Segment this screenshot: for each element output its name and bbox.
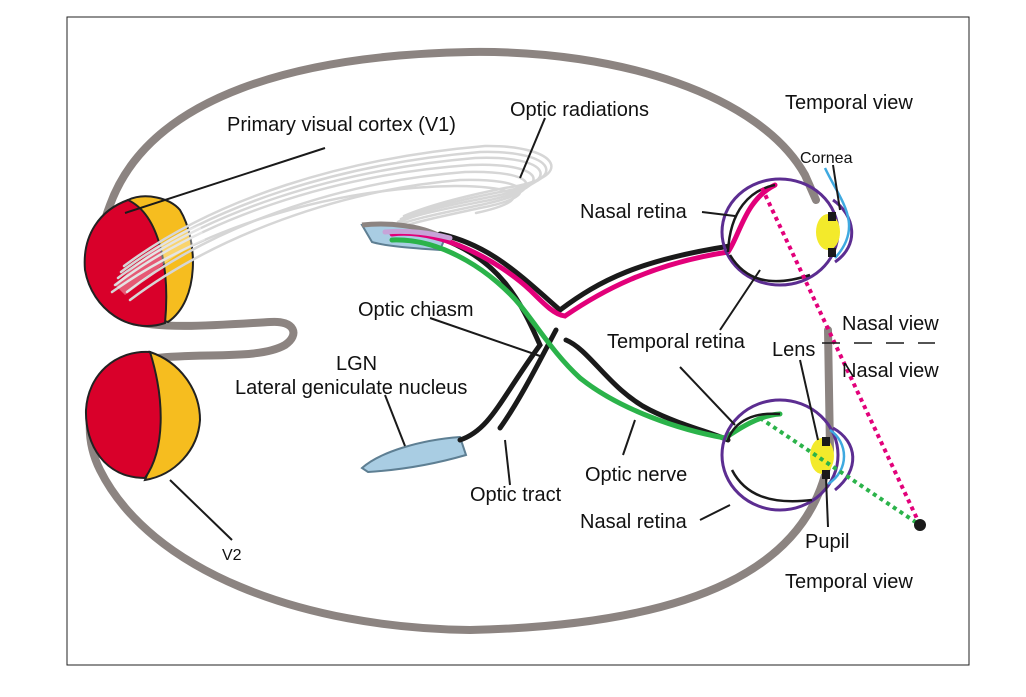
retina-nasal-bottom: [730, 469, 813, 503]
label-optic-nerve: Optic nerve: [585, 464, 687, 486]
dotted-line-green: [758, 416, 922, 527]
diagram-frame: [66, 16, 970, 666]
label-nasal-view-top: Nasal view: [842, 313, 939, 335]
pupil-mark-bottom-2: [822, 470, 830, 479]
label-nasal-view-bottom: Nasal view: [842, 360, 939, 382]
pupil-mark-bottom-1: [822, 437, 830, 446]
retina-temporal-bottom: [726, 412, 781, 441]
pathway-lilac: [382, 228, 453, 241]
label-primary-visual-cortex: Primary visual cortex (V1): [227, 114, 456, 136]
lens-top: [816, 214, 840, 250]
leader-lines: [124, 117, 841, 541]
v1-cortex-top: [83, 198, 168, 328]
label-lens: Lens: [772, 339, 815, 361]
dotted-line-magenta: [760, 187, 922, 526]
label-temporal-view-top: Temporal view: [785, 92, 913, 114]
label-optic-tract: Optic tract: [470, 484, 562, 506]
pupil-mark-top-2: [828, 248, 836, 257]
optic-radiations: [110, 144, 553, 302]
pupil-mark-top-1: [828, 212, 836, 221]
label-lgn: LGN: [336, 353, 377, 375]
label-temporal-retina: Temporal retina: [607, 331, 746, 353]
retina-nasal-top: [726, 183, 776, 253]
pathway-green: [389, 237, 783, 441]
cornea-bottom: [827, 428, 846, 486]
label-optic-radiations: Optic radiations: [510, 99, 649, 121]
label-nasal-retina-top: Nasal retina: [580, 201, 688, 223]
label-lateral-geniculate-nucleus: Lateral geniculate nucleus: [235, 377, 467, 399]
label-optic-chiasm: Optic chiasm: [358, 299, 474, 321]
pathways-black: [437, 231, 733, 443]
retina-temporal-top: [728, 254, 811, 283]
radiation-fan: [115, 225, 205, 295]
lgn-bottom: [360, 435, 468, 474]
eye-top: [720, 167, 854, 287]
label-temporal-view-bottom: Temporal view: [785, 571, 913, 593]
label-nasal-retina-bottom: Nasal retina: [580, 511, 688, 533]
label-v2: V2: [222, 547, 242, 564]
pathway-magenta: [389, 182, 778, 319]
fixation-point: [914, 519, 926, 531]
v1-cortex-bottom: [84, 350, 162, 480]
label-pupil: Pupil: [805, 531, 849, 553]
cornea-top: [823, 167, 851, 259]
label-cornea: Cornea: [800, 150, 853, 167]
